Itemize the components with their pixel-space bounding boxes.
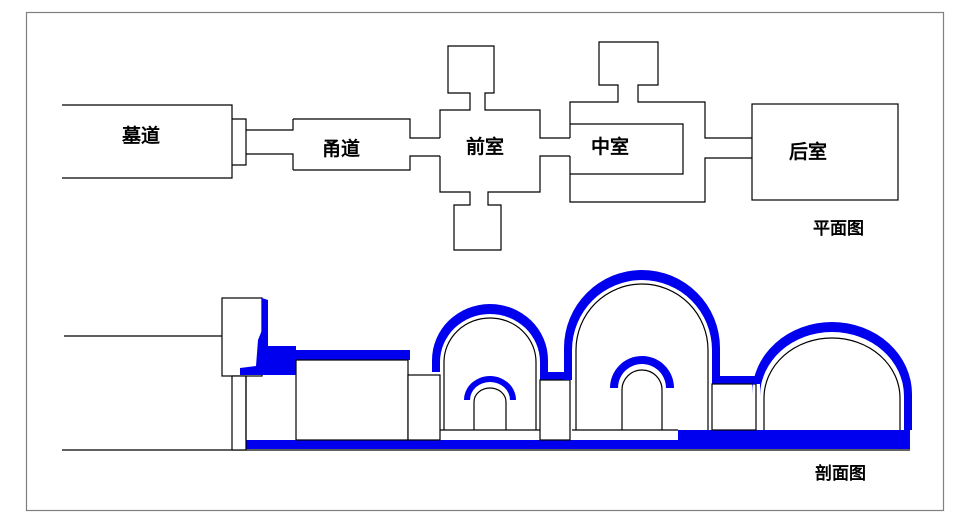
plan-middle-chamber-top bbox=[569, 41, 752, 139]
section-rear-dome-inner-line bbox=[763, 337, 901, 430]
section-middle-inner-door bbox=[621, 369, 663, 430]
section-middle-inner-arch bbox=[610, 356, 674, 388]
diagram-border bbox=[25, 11, 945, 512]
plan-corridor-outline bbox=[293, 118, 440, 139]
section-caption: 剖面图 bbox=[815, 463, 866, 484]
plan-middle-chamber-bottom bbox=[569, 156, 752, 203]
section-middle-dome-inner-line bbox=[575, 283, 709, 430]
plan-rear-chamber bbox=[751, 103, 899, 201]
plan-passage-outline bbox=[62, 104, 233, 179]
plan-front-chamber-top bbox=[439, 45, 570, 139]
section-corridor-sill bbox=[407, 374, 441, 441]
section-link-middle-rear bbox=[712, 376, 756, 384]
section-view: 剖面图 bbox=[62, 270, 912, 484]
section-front-dome-inner-line bbox=[443, 317, 537, 430]
section-front-inner-arch bbox=[464, 376, 516, 400]
label-corridor: 甬道 bbox=[322, 137, 360, 160]
section-corridor-box bbox=[295, 359, 409, 441]
section-front-dome-shell bbox=[432, 304, 548, 372]
plan-connector-1 bbox=[246, 119, 294, 131]
section-rear-floor bbox=[678, 430, 910, 442]
section-door-base bbox=[231, 375, 247, 451]
section-link-front-middle bbox=[540, 372, 570, 380]
section-link-front-middle-wall bbox=[539, 379, 571, 441]
label-rear-chamber: 后室 bbox=[789, 140, 827, 163]
plan-connector-1b bbox=[246, 153, 294, 170]
label-passage: 墓道 bbox=[121, 124, 160, 147]
plan-middle-chamber-inner bbox=[570, 123, 684, 175]
plan-corridor-outline-b bbox=[293, 155, 440, 171]
plan-door-jamb bbox=[232, 118, 247, 166]
section-floor bbox=[246, 440, 910, 449]
label-front-chamber: 前室 bbox=[466, 135, 504, 158]
plan-caption: 平面图 bbox=[813, 219, 864, 239]
plan-view: 墓道 甬道 前室 中室 后室 平面图 bbox=[62, 41, 899, 251]
plan-front-chamber-bottom bbox=[439, 155, 570, 251]
label-middle-chamber: 中室 bbox=[591, 135, 629, 158]
section-door-shoulder bbox=[240, 298, 410, 375]
section-door-block bbox=[221, 297, 263, 377]
section-front-inner-door bbox=[473, 387, 507, 430]
section-link-middle-rear-wall bbox=[711, 383, 757, 431]
